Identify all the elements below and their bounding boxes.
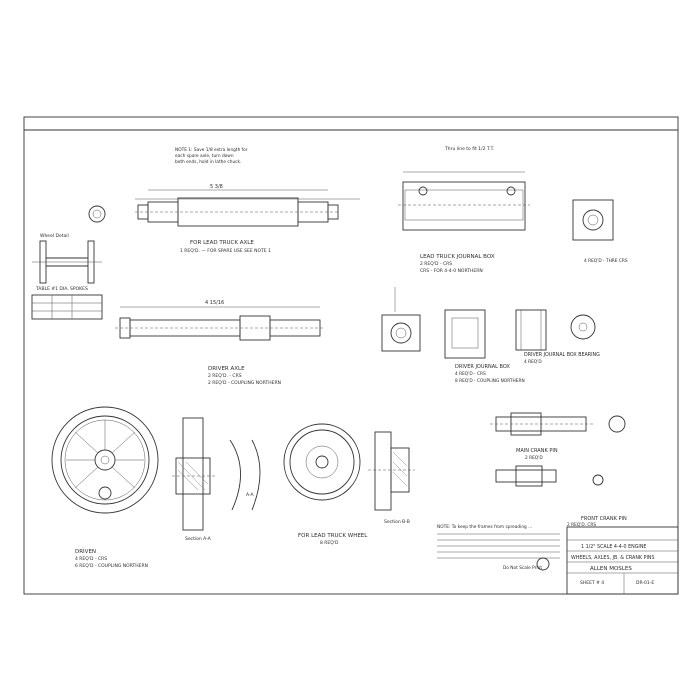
section-b-label: Section B-B [384,519,410,525]
lead-truck-axle: 5 3/8 NOTE 1: Save 1/8 extra length for … [88,147,360,254]
sheet-number: SHEET # 4 [580,580,604,586]
title-row4: WHEELS, AXLES, JB. & CRANK PINS [571,555,655,561]
journal-box-title: LEAD TRUCK JOURNAL BOX [420,254,495,260]
journal-box: Thru line to fit 1/2 T.T. LEAD TRUCK JOU… [398,146,530,274]
spoke-table: TABLE #1 DIA. SPOKES [31,286,103,320]
lead-wheel-line2: 8 REQ'D [320,540,339,546]
driven-line3: 6 REQ'D - COUPLING NORTHERN [75,563,148,569]
title-row1: FRONT CRANK PIN [581,516,627,522]
note-block: NOTE: To keep the frames from spreading … [437,524,532,530]
wheel-detail-label: Wheel Detail [40,233,69,239]
driven-title: DRIVEN [75,549,96,555]
driver-journal-line3: 8 REQ'D - COUPLING NORTHERN [455,378,525,384]
svg-text:5 3/8: 5 3/8 [210,184,223,190]
do-not-scale: Do Not Scale Print [503,565,542,571]
journal-bearing: DRIVER JOURNAL BOX BEARING 4 REQ'D [515,309,600,365]
driver-wheel: DRIVEN 4 REQ'D - CRS 6 REQ'D - COUPLING … [51,406,159,569]
svg-text:both ends, hold in lathe chuck: both ends, hold in lathe chuck. [175,159,241,165]
lead-wheel-section: Section B-B [368,431,415,525]
svg-text:4 15/16: 4 15/16 [205,300,224,306]
journal-box-line2: 2 REQ'D - CRS [420,261,452,267]
svg-text:each spare axle, turn down: each spare axle, turn down [175,153,234,159]
drawn-by: ALLEN MOSLES [590,566,632,572]
svg-text:Thru line to fit 1/2 T.T.: Thru line to fit 1/2 T.T. [444,146,494,152]
section-a-label: Section A-A [185,536,212,542]
driver-axle: 4 15/16 DRIVER AXLE 2 REQ'D. - CRS 2 REQ… [115,300,325,386]
crank-pins: MAIN CRANK PIN 2 REQ'D [490,412,626,487]
spoke-detail: A-A [229,439,261,511]
title-row3: 1 1/2" SCALE 4-4-0 ENGINE [581,544,646,550]
journal-end-view [381,287,421,352]
wheel-set-view: Wheel Detail [32,233,102,284]
driven-line2: 4 REQ'D - CRS [75,556,107,562]
journal-box-line3: CRS - FOR 4-4-0 NORTHERN [420,268,483,274]
driver-journal-line2: 4 REQ'D - CRS [455,371,486,377]
title-block: FRONT CRANK PIN 2 REQ'D. CRS 1 1/2" SCAL… [566,516,679,595]
main-crank-pin-line2: 2 REQ'D [525,455,543,461]
sheet-border [23,116,679,595]
driver-axle-line3: 2 REQ'D - COUPLING NORTHERN [208,380,281,386]
axle-subtitle: 1 REQ'D. — FOR SPARE USE SEE NOTE 1 [180,248,271,254]
driver-journal-box: DRIVER JOURNAL BOX 4 REQ'D - CRS 8 REQ'D… [444,309,525,384]
driver-axle-line2: 2 REQ'D. - CRS [208,373,242,379]
lead-wheel-title: FOR LEAD TRUCK WHEEL [298,533,368,539]
svg-text:NOTE 1: Save 1/8 extra length: NOTE 1: Save 1/8 extra length for [175,147,248,153]
driver-wheel-section: Section A-A [172,417,215,542]
journal-bearing-line2: 4 REQ'D [524,359,542,365]
driver-axle-title: DRIVER AXLE [208,366,245,372]
lead-truck-wheel: FOR LEAD TRUCK WHEEL 8 REQ'D [283,423,368,546]
svg-text:4 REQ'D - THRE CRS: 4 REQ'D - THRE CRS [584,258,628,264]
journal-box-end: 4 REQ'D - THRE CRS [572,199,628,264]
driver-journal-title: DRIVER JOURNAL BOX [455,364,510,370]
journal-bearing-title: DRIVER JOURNAL BOX BEARING [524,352,600,358]
spoke-table-title: TABLE #1 DIA. SPOKES [35,286,88,292]
axle-title: FOR LEAD TRUCK AXLE [190,240,254,246]
main-crank-pin-title: MAIN CRANK PIN [516,448,558,454]
svg-text:A-A: A-A [246,492,255,498]
title-row2: 2 REQ'D. CRS [567,522,596,528]
drawing-number: DR-01-E [636,580,654,586]
